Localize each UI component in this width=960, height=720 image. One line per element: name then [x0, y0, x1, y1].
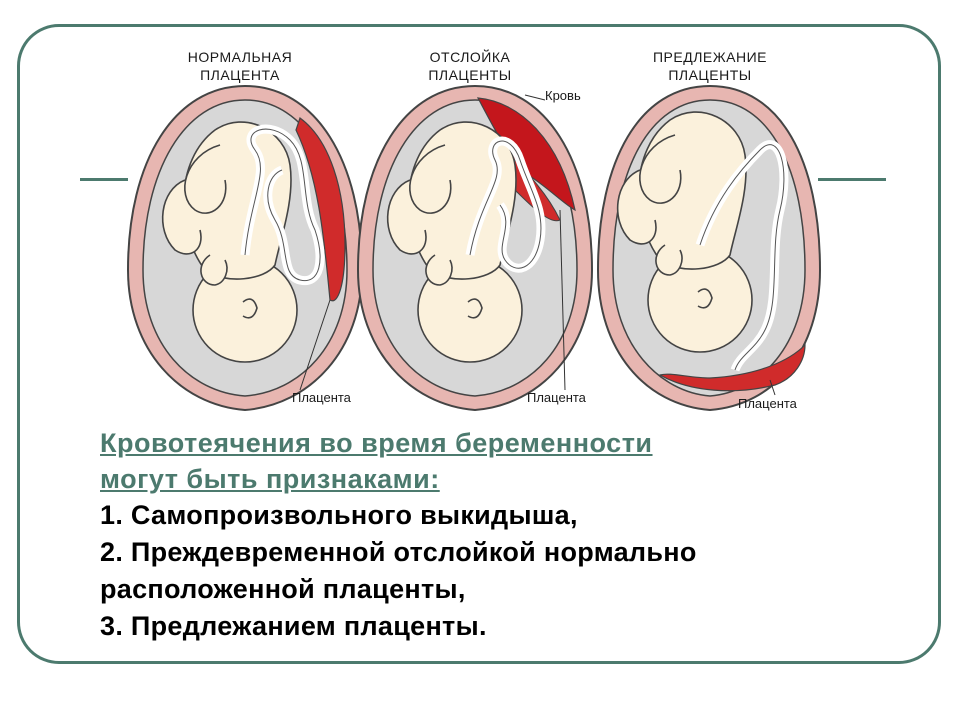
text-block: Кровотеячения во время беременности могу…	[100, 425, 920, 645]
diagram-normal	[126, 84, 364, 412]
placenta-normal	[295, 117, 346, 302]
placenta-label-normal: Плацента	[292, 390, 351, 405]
list-item-2-cont: расположенной плаценты,	[100, 574, 466, 604]
list-item-3: 3. Предлежанием плаценты.	[100, 611, 487, 641]
blood-label: Кровь	[545, 88, 581, 103]
placenta-label-abruption: Плацента	[527, 390, 586, 405]
left-rule	[80, 178, 128, 181]
diagram-previa	[596, 84, 822, 412]
heading-line-2: могут быть признаками:	[100, 464, 440, 494]
list-item-1: 1. Самопроизвольного выкидыша,	[100, 500, 578, 530]
placenta-previa	[658, 343, 806, 392]
right-rule	[818, 178, 886, 181]
placenta-label-previa: Плацента	[738, 396, 797, 411]
heading-line-1: Кровотеячения во время беременности	[100, 428, 653, 458]
list-item-2: 2. Преждевременной отслойкой нормально	[100, 537, 697, 567]
diagram-abruption	[356, 84, 594, 412]
